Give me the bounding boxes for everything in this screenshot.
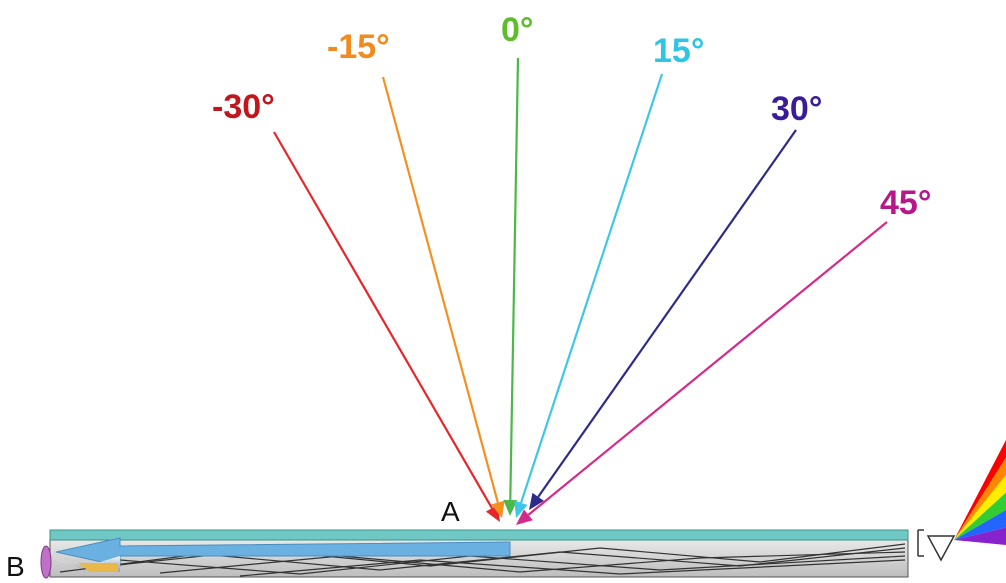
angle-label: 45° [880,184,931,222]
incident-rays [273,57,888,525]
guided-light-arrow [55,537,511,567]
angle-label: -15° [327,28,390,66]
ray-arrowhead [514,500,528,518]
ray-line [509,57,520,501]
point-a-label: A [441,496,460,527]
ray-line [527,221,888,516]
prism [917,529,956,562]
spectrum-band [954,457,1006,540]
spectrum-band [954,475,1006,540]
angle-label: 0° [501,11,534,49]
waveguide-end-cap [40,545,52,579]
guided-arrow-accent [78,563,118,572]
ray-line [273,131,493,509]
spectrum-band [954,510,1006,540]
angle-label: 15° [653,32,704,70]
spectrum-band [954,492,1006,540]
ray-line [537,129,797,498]
spectrum-band [954,440,1006,540]
angle-label: -30° [212,88,275,126]
point-b-label: B [6,551,25,582]
waveguide [40,440,1006,579]
ray-arrowhead [516,509,533,525]
ray-arrowhead [491,500,505,518]
angle-label: 30° [771,90,822,128]
ray-arrowhead [503,499,518,516]
ray-line [519,73,664,504]
spectrum-band [954,527,1006,545]
ray-arrowhead [529,492,544,510]
internal-reflection-lines [59,543,906,577]
ray-line [381,76,499,503]
angle-labels: -30° -15° 0° 15° 30° 45° [212,11,931,222]
waveguide-top-layer [49,529,909,541]
spectrum-fan [954,440,1006,545]
